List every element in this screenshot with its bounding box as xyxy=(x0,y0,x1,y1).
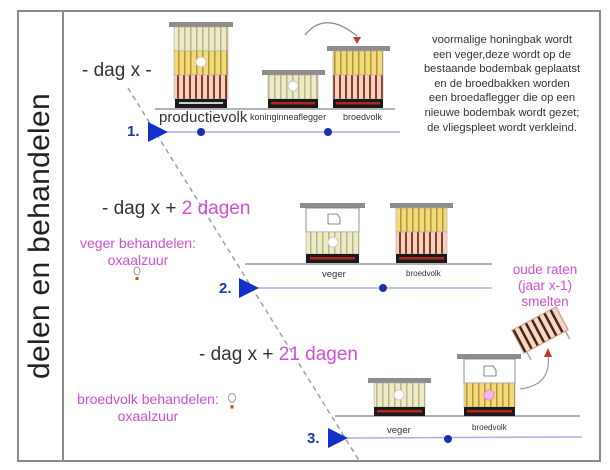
arrow-head-icon xyxy=(353,37,361,44)
side-divider xyxy=(62,10,64,462)
step3-heading: - dag x + 21 dagen xyxy=(199,344,358,365)
remove-arrow xyxy=(519,354,550,390)
oxalic-acid-dripper-icon xyxy=(133,266,141,280)
step3-marker-icon xyxy=(328,428,348,448)
hive-broedvolk-1 xyxy=(327,46,390,108)
step3-dot xyxy=(444,435,452,443)
step1-dot-2 xyxy=(324,128,332,136)
hive-koninginneaflegger xyxy=(262,70,325,108)
hive-label-broedvolk-3: broedvolk xyxy=(472,423,507,432)
step2-marker-icon xyxy=(239,278,259,298)
queen-marker-icon xyxy=(287,80,299,92)
step1-description: voormalige honingbak wordt een veger,dez… xyxy=(423,34,581,134)
queen-marker-icon xyxy=(483,389,495,401)
timeline-diagonal xyxy=(127,87,361,463)
oxalic-acid-dripper-icon xyxy=(228,393,236,409)
hive-broedvolk-3 xyxy=(457,354,521,416)
hive-label-broedvolk-2: broedvolk xyxy=(406,269,441,278)
old-comb-note: oude raten (jaar x-1) smelten xyxy=(512,262,578,309)
hive-veger-3 xyxy=(368,378,431,416)
step1-marker-icon xyxy=(148,122,168,142)
hive-veger-2 xyxy=(300,203,365,263)
step1-heading: - dag x - xyxy=(82,60,152,81)
move-arrow xyxy=(304,22,358,37)
step2-dot xyxy=(379,284,387,292)
step1-number: 1. xyxy=(127,123,140,140)
hive-label-broedvolk-1: broedvolk xyxy=(343,112,383,122)
hive-label-koninginneaflegger: koninginneaflegger xyxy=(250,112,327,122)
step3-number: 3. xyxy=(307,430,320,447)
hive-broedvolk-2 xyxy=(390,203,453,263)
hive-label-veger-3: veger xyxy=(387,425,411,436)
feeder-icon xyxy=(327,213,341,225)
queen-marker-icon xyxy=(195,56,207,68)
hive-label-productievolk: productievolk xyxy=(159,109,248,126)
queen-marker-icon xyxy=(393,389,405,401)
old-comb-frame-icon xyxy=(511,306,571,361)
queen-marker-icon xyxy=(327,236,339,248)
hive-productievolk xyxy=(169,22,233,108)
feeder-icon xyxy=(483,365,497,377)
step2-heading: - dag x + 2 dagen xyxy=(102,198,251,219)
step3-timeline xyxy=(344,436,583,439)
step2-treatment: veger behandelen: oxaalzuur xyxy=(80,235,196,268)
hive-label-veger-2: veger xyxy=(322,269,346,280)
step1-dot-1 xyxy=(197,128,205,136)
step3-treatment: broedvolk behandelen: oxaalzuur xyxy=(77,391,219,424)
arrow-head-icon xyxy=(544,348,552,357)
step2-number: 2. xyxy=(219,280,232,297)
